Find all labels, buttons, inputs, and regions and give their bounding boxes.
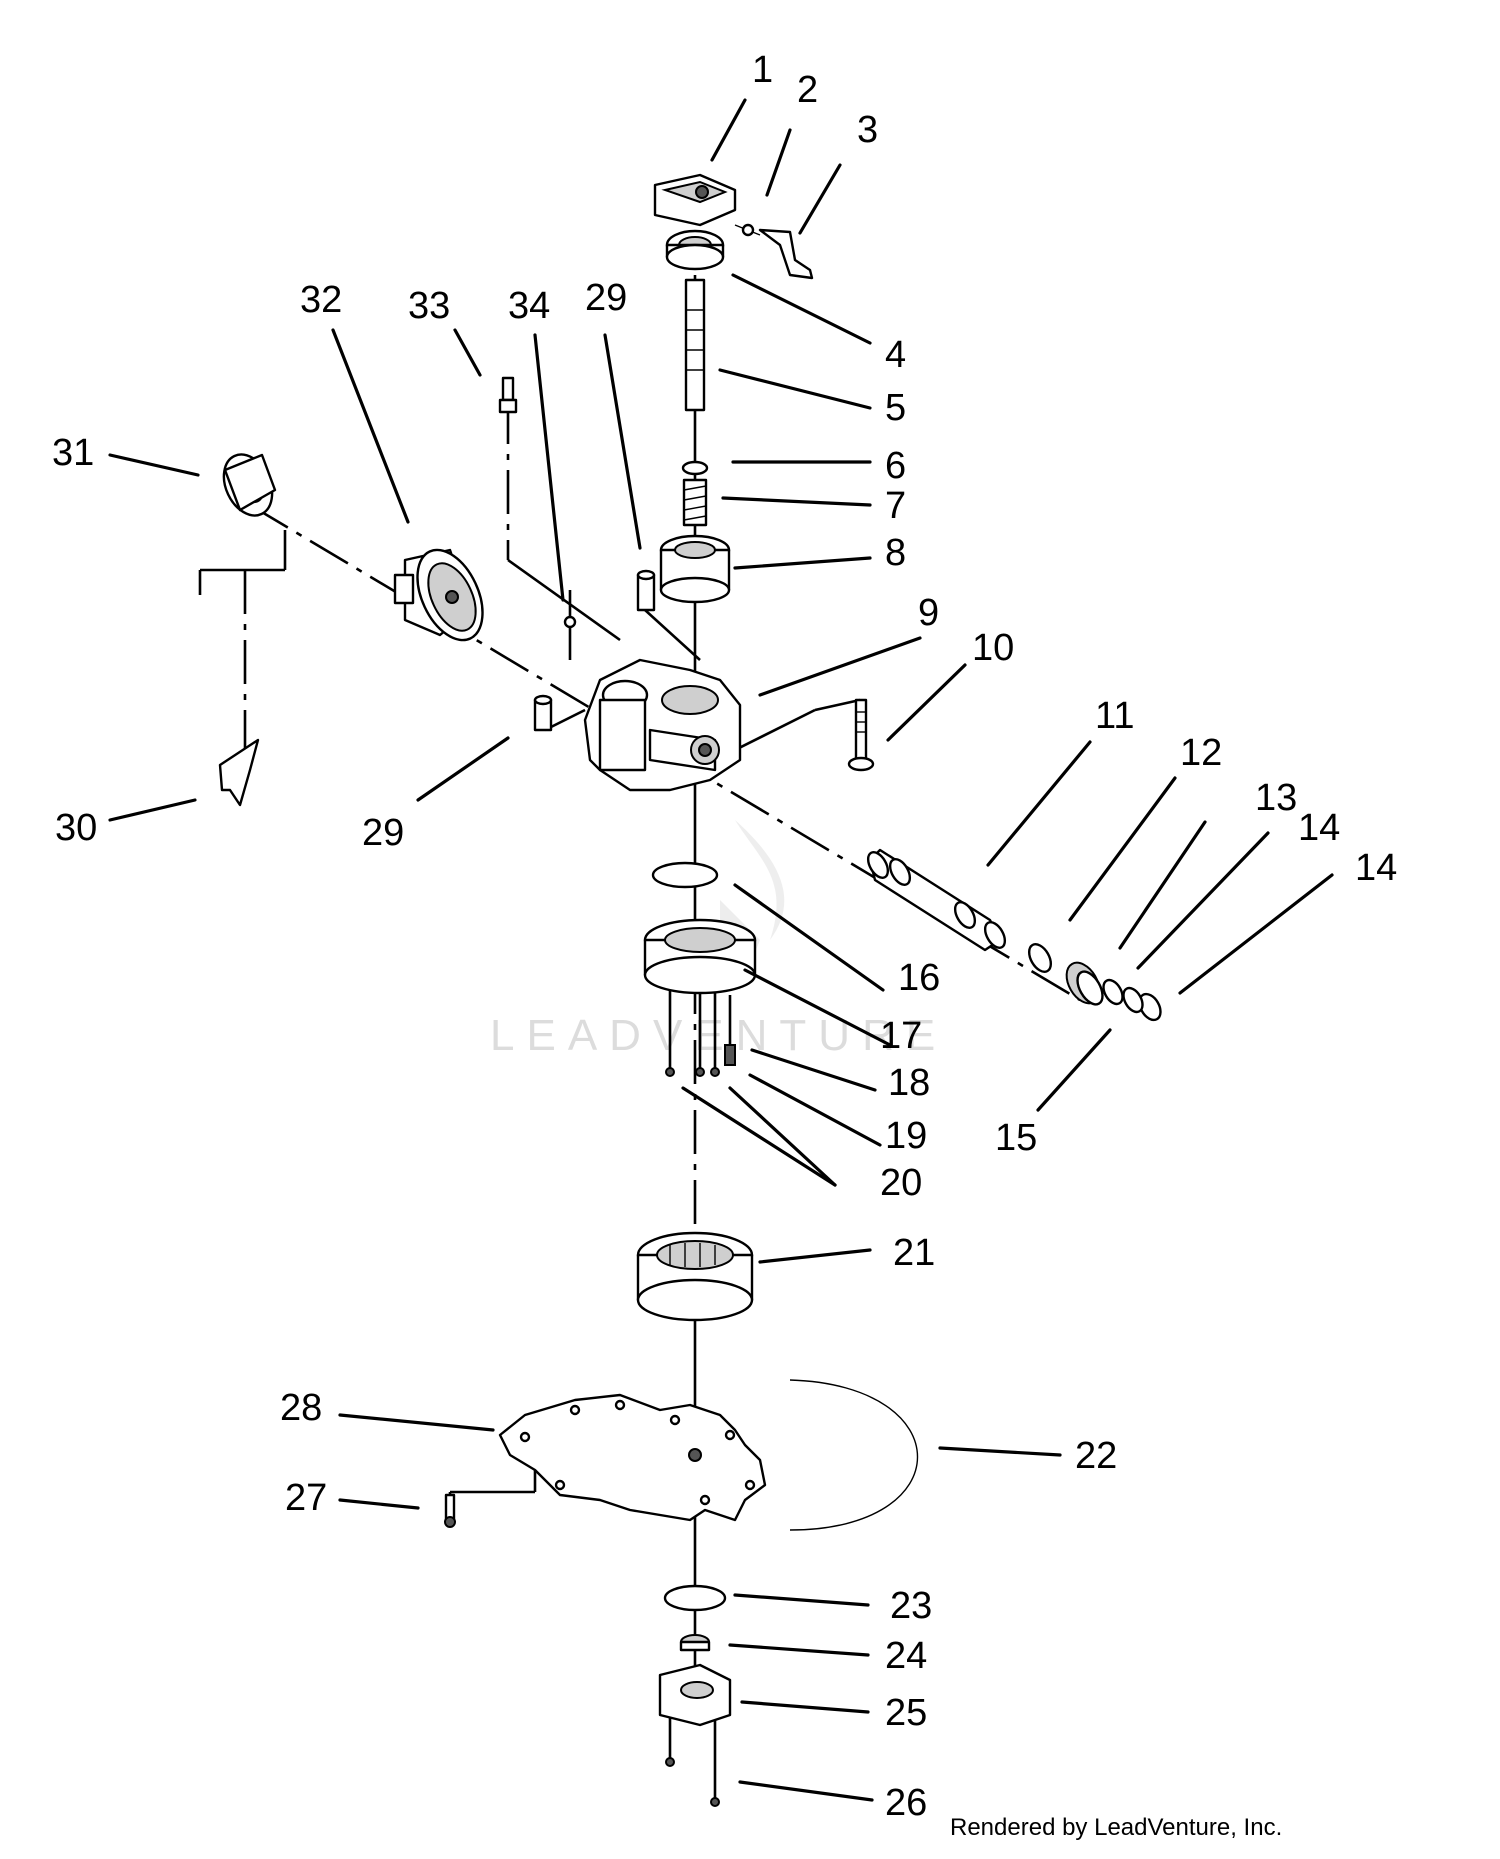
part-9-housing <box>583 658 742 792</box>
callout-16: 16 <box>898 957 940 999</box>
callout-14b: 14 <box>1355 847 1397 889</box>
callout-29-right: 29 <box>585 277 627 319</box>
leader-lines <box>108 98 1334 1802</box>
callout-1: 1 <box>752 49 773 91</box>
part-15-ring <box>1122 986 1144 1014</box>
callout-2: 2 <box>797 69 818 111</box>
callout-22: 22 <box>1075 1435 1117 1477</box>
part-11-output-shaft <box>866 848 1007 952</box>
callout-14a: 14 <box>1298 807 1340 849</box>
part-24-bushing <box>679 1634 711 1652</box>
callout-24: 24 <box>885 1635 927 1677</box>
part-4-bearing <box>665 229 725 271</box>
callout-8: 8 <box>885 532 906 574</box>
part-10-bolt <box>847 698 875 772</box>
callout-28: 28 <box>280 1387 322 1429</box>
part-27-screw <box>444 1493 456 1528</box>
callout-23: 23 <box>890 1585 932 1627</box>
part-30-bracket <box>218 738 260 807</box>
part-22-gasket-arc <box>789 1379 918 1531</box>
callout-13: 13 <box>1255 777 1297 819</box>
callout-33: 33 <box>408 285 450 327</box>
callout-26: 26 <box>885 1782 927 1824</box>
callout-4: 4 <box>885 334 906 376</box>
part-17-end-cap <box>643 918 757 995</box>
callout-18: 18 <box>888 1062 930 1104</box>
callout-6: 6 <box>885 445 906 487</box>
callout-11: 11 <box>1095 695 1134 737</box>
part-20-screws <box>665 1067 720 1077</box>
part-14-washer-b <box>1138 992 1162 1022</box>
callout-19: 19 <box>885 1115 927 1157</box>
part-1-cap <box>653 173 737 227</box>
part-34-ball <box>563 590 577 660</box>
callout-5: 5 <box>885 387 906 429</box>
part-18-19-spring-plug <box>724 995 736 1066</box>
part-32-motor <box>393 548 484 642</box>
callout-9: 9 <box>918 592 939 634</box>
callout-20: 20 <box>880 1162 922 1204</box>
callout-30: 30 <box>55 807 97 849</box>
callout-29-left: 29 <box>362 812 404 854</box>
part-33-pin <box>498 376 518 414</box>
callout-21: 21 <box>893 1232 935 1274</box>
part-2-3-lever <box>734 223 814 280</box>
part-23-oring <box>663 1584 727 1612</box>
callout-labels: 1 2 3 4 5 6 7 8 9 10 11 12 13 14 14 15 1… <box>52 49 1397 1824</box>
part-29-pin-right <box>636 569 656 612</box>
part-21-bearing <box>636 1231 754 1322</box>
part-14-washer-a <box>1102 978 1124 1006</box>
part-16-oring <box>651 861 719 889</box>
part-13-gear <box>1065 961 1104 1006</box>
callout-31: 31 <box>52 432 94 474</box>
callout-10: 10 <box>972 627 1014 669</box>
part-26-screws <box>665 1757 720 1807</box>
watermark: LEADVENTURE <box>490 1011 947 1060</box>
part-7-spring <box>682 478 708 527</box>
part-28-plate <box>498 1393 767 1522</box>
callout-32: 32 <box>300 279 342 321</box>
callout-34: 34 <box>508 285 550 327</box>
callout-12: 12 <box>1180 732 1222 774</box>
part-25-flange <box>658 1663 732 1727</box>
callout-25: 25 <box>885 1692 927 1734</box>
render-credit: Rendered by LeadVenture, Inc. <box>950 1814 1282 1841</box>
callout-3: 3 <box>857 109 878 151</box>
callout-15: 15 <box>995 1117 1037 1159</box>
part-5-shaft <box>684 278 706 412</box>
part-31-bearing <box>222 453 277 517</box>
part-12-ring <box>1027 943 1053 973</box>
part-8-coupler <box>659 534 731 604</box>
callout-27: 27 <box>285 1477 327 1519</box>
callout-17: 17 <box>880 1015 922 1057</box>
callout-7: 7 <box>885 485 906 527</box>
part-6-washer <box>681 460 709 476</box>
part-29-pin-left <box>533 694 553 732</box>
